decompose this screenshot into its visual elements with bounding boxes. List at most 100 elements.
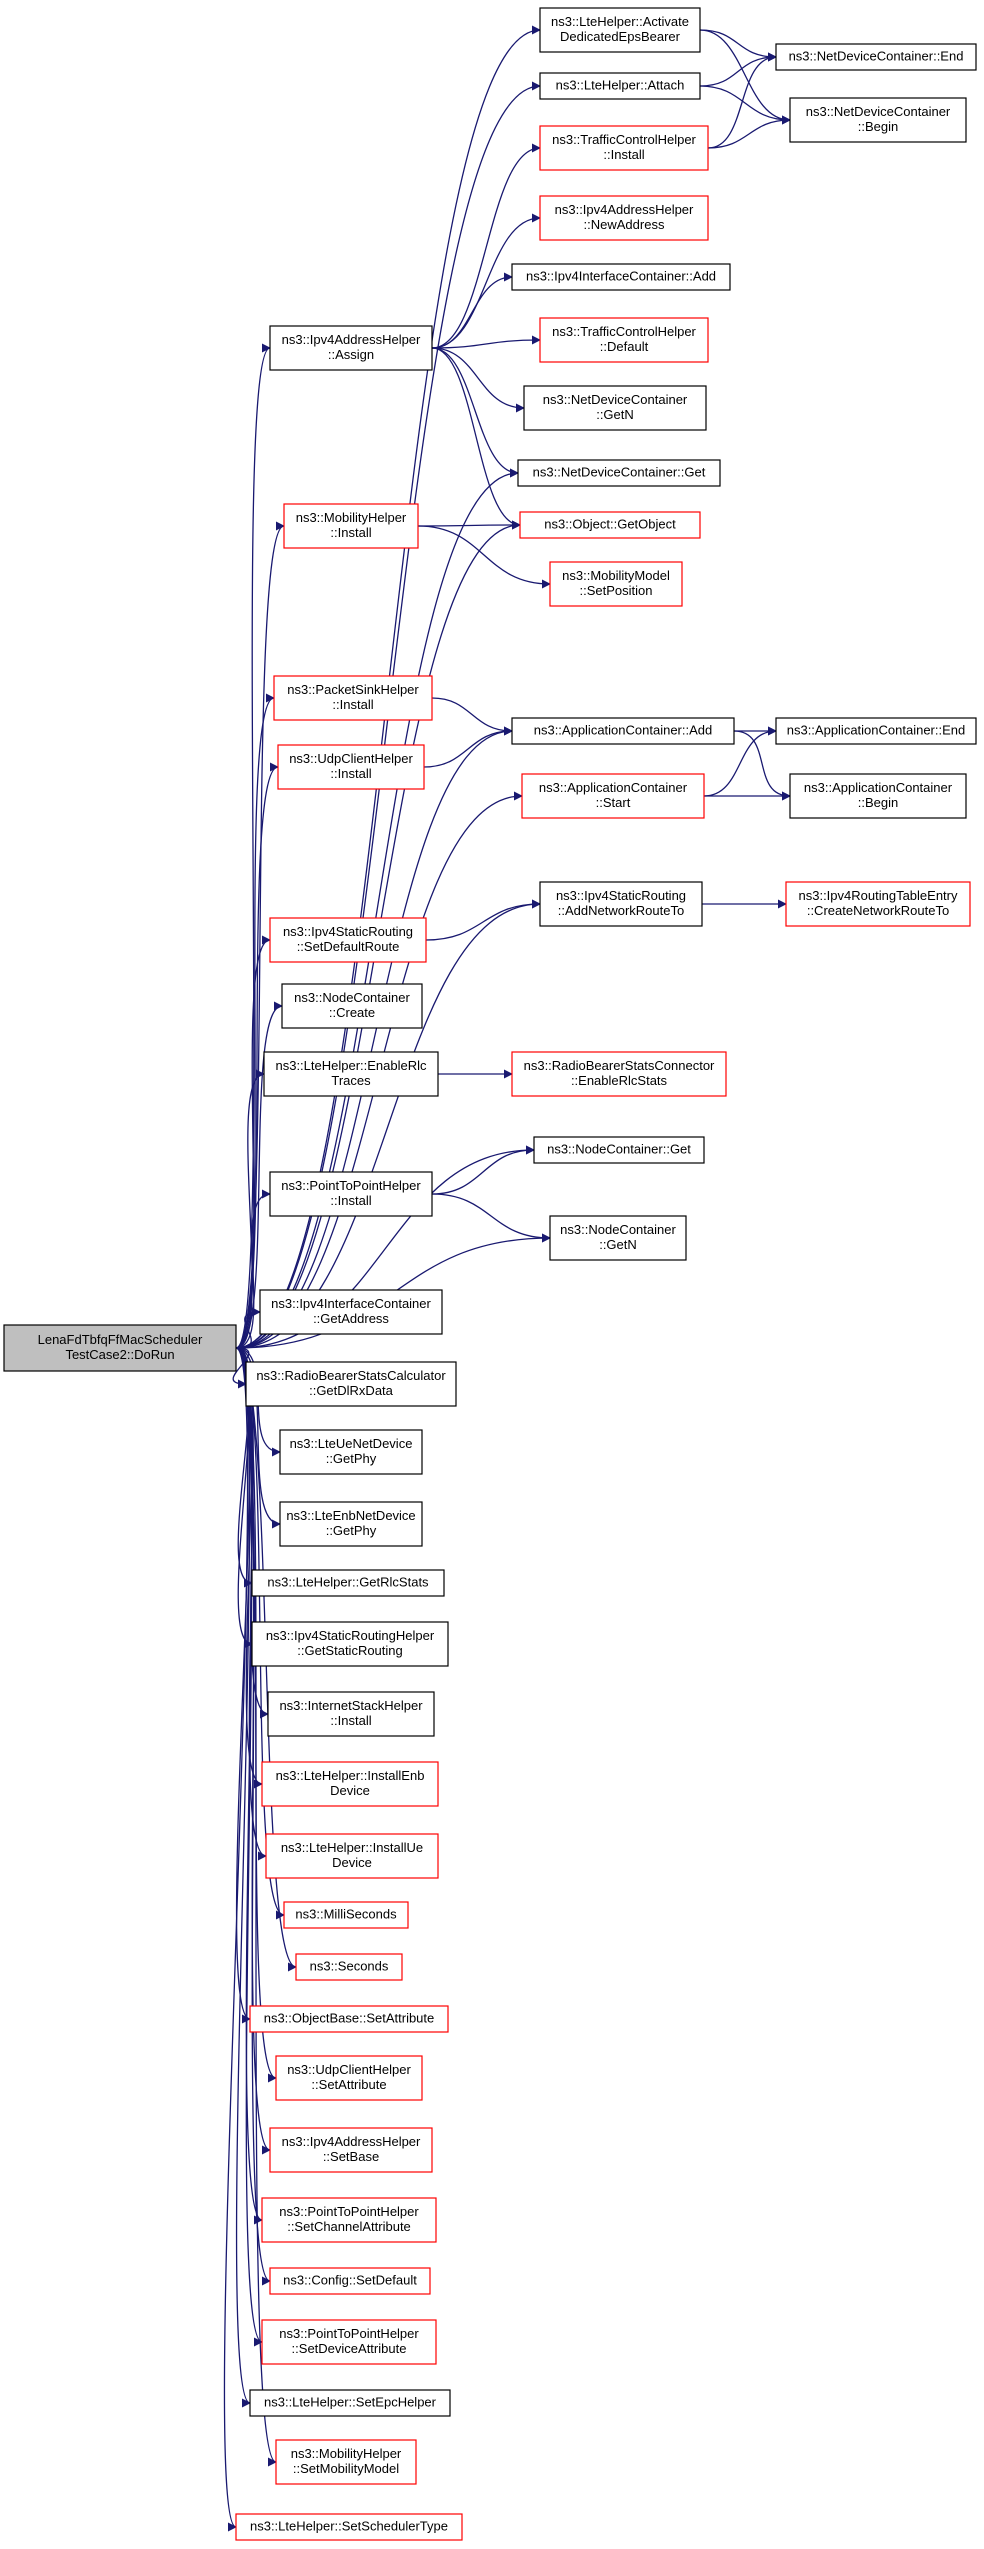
node-box-ac_begin [789, 773, 967, 819]
node-box-ob_setattr [249, 2005, 449, 2033]
node-lte_getrlc[interactable]: ns3::LteHelper::GetRlcStats [251, 1569, 445, 1597]
node-box-ipv4ah_setbase [269, 2127, 433, 2173]
node-isr_addnet[interactable]: ns3::Ipv4StaticRouting::AddNetworkRouteT… [539, 881, 703, 927]
node-box-config_setdefault [269, 2267, 431, 2295]
node-label-ndc_get-0: ns3::NetDeviceContainer::Get [533, 465, 706, 480]
node-tch_install[interactable]: ns3::TrafficControlHelper::Install [539, 125, 709, 171]
node-box-p2p_setdev [261, 2319, 437, 2365]
edge-root-to-lte_setsched [223, 1347, 249, 2532]
node-uch_install[interactable]: ns3::UdpClientHelper::Install [277, 744, 425, 790]
node-label-lte_enablerlc-0: ns3::LteHelper::EnableRlc [275, 1058, 427, 1073]
node-ipv4ah_newaddr[interactable]: ns3::Ipv4AddressHelper::NewAddress [539, 195, 709, 241]
node-ipv4ic_getaddr[interactable]: ns3::Ipv4InterfaceContainer::GetAddress [259, 1289, 443, 1335]
node-box-lten_getphy [279, 1501, 423, 1547]
node-box-ipv4ic_add [511, 263, 731, 291]
edge-ipv4ah_assign-to-ipv4ic_add [431, 272, 513, 349]
node-label-mob_setmodel-0: ns3::MobilityHelper [291, 2446, 402, 2461]
node-ndc_getn[interactable]: ns3::NetDeviceContainer::GetN [523, 385, 707, 431]
node-rbscalc_getdl[interactable]: ns3::RadioBearerStatsCalculator::GetDlRx… [245, 1361, 457, 1407]
node-ac_start[interactable]: ns3::ApplicationContainer::Start [521, 773, 705, 819]
node-label-ob_setattr-0: ns3::ObjectBase::SetAttribute [264, 2011, 435, 2026]
node-ipv4ah_setbase[interactable]: ns3::Ipv4AddressHelper::SetBase [269, 2127, 433, 2173]
node-label-irte_create-1: ::CreateNetworkRouteTo [807, 903, 949, 918]
node-tch_default[interactable]: ns3::TrafficControlHelper::Default [539, 317, 709, 363]
node-seconds[interactable]: ns3::Seconds [295, 1953, 403, 1981]
node-box-tch_default [539, 317, 709, 363]
node-box-ac_end [775, 717, 977, 745]
node-p2p_setchan[interactable]: ns3::PointToPointHelper::SetChannelAttri… [261, 2197, 437, 2243]
node-nc_get[interactable]: ns3::NodeContainer::Get [533, 1136, 705, 1164]
node-label-mm_setpos-0: ns3::MobilityModel [562, 568, 670, 583]
node-box-mob_install [283, 503, 419, 549]
node-rbsc_enable[interactable]: ns3::RadioBearerStatsConnector::EnableRl… [511, 1051, 727, 1097]
node-mob_setmodel[interactable]: ns3::MobilityHelper::SetMobilityModel [275, 2439, 417, 2485]
node-irte_create[interactable]: ns3::Ipv4RoutingTableEntry::CreateNetwor… [785, 881, 971, 927]
edge-root-to-ipv4ic_getaddr [235, 1307, 261, 1349]
node-label-ac_begin-1: ::Begin [858, 795, 898, 810]
node-psh_install[interactable]: ns3::PacketSinkHelper::Install [273, 675, 433, 721]
node-ndc_end[interactable]: ns3::NetDeviceContainer::End [775, 43, 977, 71]
node-ltue_getphy[interactable]: ns3::LteUeNetDevice::GetPhy [279, 1429, 423, 1475]
node-box-mm_setpos [549, 561, 683, 607]
node-label-ac_start-0: ns3::ApplicationContainer [539, 780, 688, 795]
node-obj_getobject[interactable]: ns3::Object::GetObject [519, 511, 701, 539]
node-label-ac_end-0: ns3::ApplicationContainer::End [787, 723, 966, 738]
edge-root-to-uch_install [235, 762, 279, 1349]
edge-ipv4ah_assign-to-obj_getobject [431, 347, 521, 530]
node-lten_getphy[interactable]: ns3::LteEnbNetDevice::GetPhy [279, 1501, 423, 1547]
node-mm_setpos[interactable]: ns3::MobilityModel::SetPosition [549, 561, 683, 607]
node-ish_install[interactable]: ns3::InternetStackHelper::Install [267, 1691, 435, 1737]
edge-root-to-lte_enablerlc [235, 1069, 265, 1349]
node-label-ipv4ah_setbase-1: ::SetBase [323, 2149, 379, 2164]
node-ndc_get[interactable]: ns3::NetDeviceContainer::Get [517, 459, 721, 487]
node-nc_create[interactable]: ns3::NodeContainer::Create [281, 983, 423, 1029]
node-mob_install[interactable]: ns3::MobilityHelper::Install [283, 503, 419, 549]
node-box-lte_installue [265, 1833, 439, 1879]
node-label-mob_install-0: ns3::MobilityHelper [296, 510, 407, 525]
node-label-ish_install-1: ::Install [330, 1713, 371, 1728]
edge-psh_install-to-ac_add [431, 697, 513, 736]
node-box-nc_get [533, 1136, 705, 1164]
node-config_setdefault[interactable]: ns3::Config::SetDefault [269, 2267, 431, 2295]
node-label-p2p_setdev-0: ns3::PointToPointHelper [279, 2326, 419, 2341]
edge-activate-to-ndc_end [699, 29, 777, 62]
node-label-isr_setdefault-1: ::SetDefaultRoute [297, 939, 400, 954]
node-ob_setattr[interactable]: ns3::ObjectBase::SetAttribute [249, 2005, 449, 2033]
node-activate[interactable]: ns3::LteHelper::ActivateDedicatedEpsBear… [539, 7, 701, 53]
node-box-ipv4ic_getaddr [259, 1289, 443, 1335]
node-label-lte_installue-0: ns3::LteHelper::InstallUe [281, 1840, 423, 1855]
node-ac_end[interactable]: ns3::ApplicationContainer::End [775, 717, 977, 745]
edge-root-to-ndc_get [235, 468, 519, 1349]
node-isr_setdefault[interactable]: ns3::Ipv4StaticRouting::SetDefaultRoute [269, 917, 427, 963]
node-ipv4ah_assign[interactable]: ns3::Ipv4AddressHelper::Assign [269, 325, 433, 371]
edge-root-to-lte_setepc [235, 1347, 251, 2408]
node-ac_add[interactable]: ns3::ApplicationContainer::Add [511, 717, 735, 745]
node-box-lte_installenb [261, 1761, 439, 1807]
node-box-ac_add [511, 717, 735, 745]
node-p2p_setdev[interactable]: ns3::PointToPointHelper::SetDeviceAttrib… [261, 2319, 437, 2365]
node-milliseconds[interactable]: ns3::MilliSeconds [283, 1901, 409, 1929]
edge-ipv4ah_assign-to-ndc_get [431, 347, 519, 478]
node-box-p2p_install [269, 1171, 433, 1217]
node-ndc_begin[interactable]: ns3::NetDeviceContainer::Begin [789, 97, 967, 143]
node-ipv4ic_add[interactable]: ns3::Ipv4InterfaceContainer::Add [511, 263, 731, 291]
node-p2p_install[interactable]: ns3::PointToPointHelper::Install [269, 1171, 433, 1217]
node-isrh_getstatic[interactable]: ns3::Ipv4StaticRoutingHelper::GetStaticR… [251, 1621, 449, 1667]
node-label-p2p_install-1: ::Install [330, 1193, 371, 1208]
node-uch_setattr[interactable]: ns3::UdpClientHelper::SetAttribute [275, 2055, 423, 2101]
node-label-ndc_end-0: ns3::NetDeviceContainer::End [789, 49, 964, 64]
node-ac_begin[interactable]: ns3::ApplicationContainer::Begin [789, 773, 967, 819]
node-nc_getn[interactable]: ns3::NodeContainer::GetN [549, 1215, 687, 1261]
node-box-ish_install [267, 1691, 435, 1737]
node-label-ndc_begin-1: ::Begin [858, 119, 898, 134]
node-label-ltue_getphy-0: ns3::LteUeNetDevice [290, 1436, 413, 1451]
edge-mob_install-to-mm_setpos [417, 525, 551, 589]
node-lte_setepc[interactable]: ns3::LteHelper::SetEpcHelper [249, 2389, 451, 2417]
node-attach[interactable]: ns3::LteHelper::Attach [539, 72, 701, 100]
node-label-uch_install-0: ns3::UdpClientHelper [289, 751, 413, 766]
node-lte_setsched[interactable]: ns3::LteHelper::SetSchedulerType [235, 2513, 463, 2541]
